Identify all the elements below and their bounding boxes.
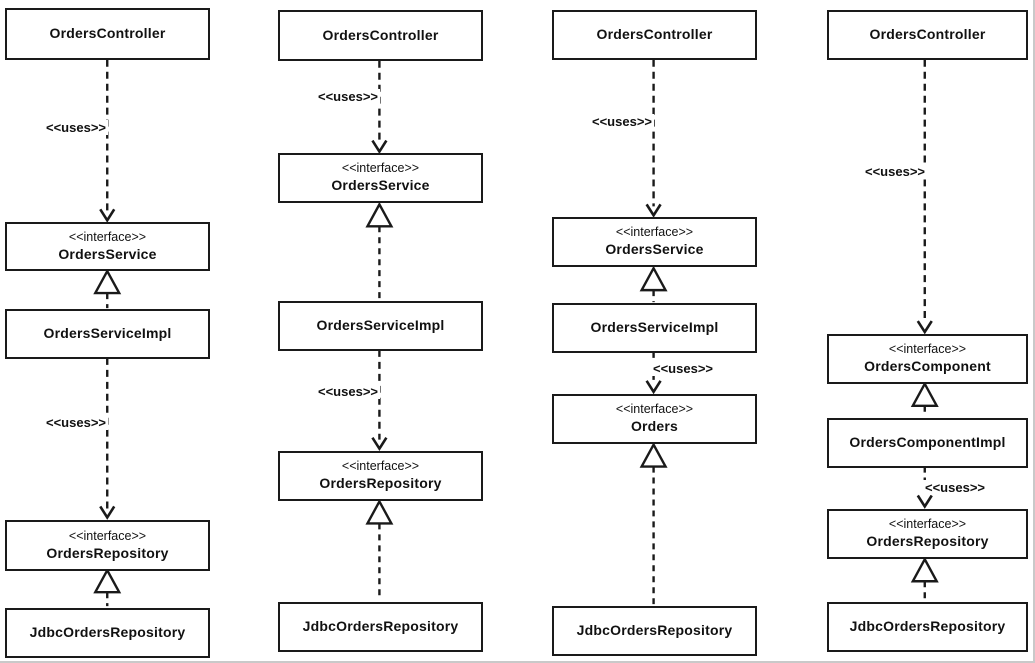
class-name: JdbcOrdersRepository bbox=[302, 618, 459, 635]
interface-box-ordersservice: <<interface>> OrdersService bbox=[278, 153, 483, 203]
uses-label: <<uses>> bbox=[651, 361, 715, 376]
realization-triangle-icon bbox=[639, 265, 668, 292]
interface-box-ordersrepository: <<interface>> OrdersRepository bbox=[827, 509, 1028, 559]
dependency-arrowhead-icon bbox=[645, 203, 662, 218]
stereotype-label: <<interface>> bbox=[888, 342, 967, 357]
class-name: OrdersController bbox=[322, 26, 439, 43]
class-box-jdbcordersrepository: JdbcOrdersRepository bbox=[552, 606, 757, 656]
realization-triangle-icon bbox=[365, 498, 394, 525]
realization-triangle-icon bbox=[639, 442, 668, 468]
dependency-arrowhead-icon bbox=[371, 436, 388, 452]
class-name: JdbcOrdersRepository bbox=[849, 618, 1006, 635]
realization-triangle-icon bbox=[365, 201, 394, 228]
dependency-arrowhead-icon bbox=[99, 505, 116, 520]
class-name: OrdersComponentImpl bbox=[849, 434, 1006, 451]
class-box-orderscontroller: OrdersController bbox=[5, 8, 210, 60]
class-box-ordersserviceimpl: OrdersServiceImpl bbox=[5, 309, 210, 359]
class-box-ordersserviceimpl: OrdersServiceImpl bbox=[552, 303, 757, 353]
stereotype-label: <<interface>> bbox=[68, 229, 147, 244]
class-name: OrdersService bbox=[605, 241, 704, 258]
class-box-orderscomponentimpl: OrdersComponentImpl bbox=[827, 418, 1028, 468]
class-name: OrdersServiceImpl bbox=[316, 317, 445, 334]
realization-triangle-icon bbox=[910, 381, 939, 407]
class-name: OrdersService bbox=[331, 177, 430, 194]
realization-triangle-icon bbox=[93, 567, 122, 594]
stereotype-label: <<interface>> bbox=[615, 402, 694, 417]
class-name: OrdersService bbox=[58, 245, 157, 262]
class-name: OrdersController bbox=[596, 26, 713, 43]
stereotype-label: <<interface>> bbox=[888, 517, 967, 532]
class-name: OrdersController bbox=[869, 26, 986, 43]
realization-triangle-icon bbox=[910, 556, 939, 583]
interface-box-orderscomponent: <<interface>> OrdersComponent bbox=[827, 334, 1028, 384]
class-box-jdbcordersrepository: JdbcOrdersRepository bbox=[827, 602, 1028, 652]
dependency-arrowhead-icon bbox=[916, 320, 933, 335]
dependency-arrowhead-icon bbox=[371, 139, 388, 154]
interface-box-ordersrepository: <<interface>> OrdersRepository bbox=[5, 520, 210, 571]
interface-box-ordersrepository: <<interface>> OrdersRepository bbox=[278, 451, 483, 501]
class-name: OrdersController bbox=[49, 25, 166, 42]
interface-box-ordersservice: <<interface>> OrdersService bbox=[5, 222, 210, 271]
class-name: Orders bbox=[630, 418, 679, 435]
class-name: OrdersRepository bbox=[866, 533, 989, 550]
stereotype-label: <<interface>> bbox=[615, 225, 694, 240]
class-name: OrdersServiceImpl bbox=[590, 319, 719, 336]
uses-label: <<uses>> bbox=[590, 114, 654, 129]
dependency-arrowhead-icon bbox=[99, 208, 116, 223]
stereotype-label: <<interface>> bbox=[341, 161, 420, 176]
class-name: JdbcOrdersRepository bbox=[576, 622, 733, 639]
interface-box-ordersservice: <<interface>> OrdersService bbox=[552, 217, 757, 267]
class-box-jdbcordersrepository: JdbcOrdersRepository bbox=[5, 608, 210, 658]
dependency-arrowhead-icon bbox=[645, 380, 662, 395]
class-name: OrdersRepository bbox=[319, 475, 442, 492]
interface-box-orders: <<interface>> Orders bbox=[552, 394, 757, 444]
class-name: OrdersServiceImpl bbox=[43, 325, 172, 342]
uses-label: <<uses>> bbox=[863, 164, 927, 179]
uses-label: <<uses>> bbox=[923, 480, 987, 495]
dependency-arrowhead-icon bbox=[916, 494, 933, 509]
uses-label: <<uses>> bbox=[44, 120, 108, 135]
stereotype-label: <<interface>> bbox=[68, 528, 147, 543]
class-box-orderscontroller: OrdersController bbox=[827, 10, 1028, 60]
uses-label: <<uses>> bbox=[44, 415, 108, 430]
realization-triangle-icon bbox=[93, 268, 122, 295]
class-box-ordersserviceimpl: OrdersServiceImpl bbox=[278, 301, 483, 351]
class-name: JdbcOrdersRepository bbox=[29, 624, 186, 641]
stereotype-label: <<interface>> bbox=[341, 459, 420, 474]
uses-label: <<uses>> bbox=[316, 89, 380, 104]
class-box-orderscontroller: OrdersController bbox=[278, 10, 483, 61]
class-box-orderscontroller: OrdersController bbox=[552, 10, 757, 60]
class-box-jdbcordersrepository: JdbcOrdersRepository bbox=[278, 602, 483, 652]
class-name: OrdersComponent bbox=[864, 358, 991, 375]
uses-label: <<uses>> bbox=[316, 384, 380, 399]
class-name: OrdersRepository bbox=[46, 544, 169, 561]
